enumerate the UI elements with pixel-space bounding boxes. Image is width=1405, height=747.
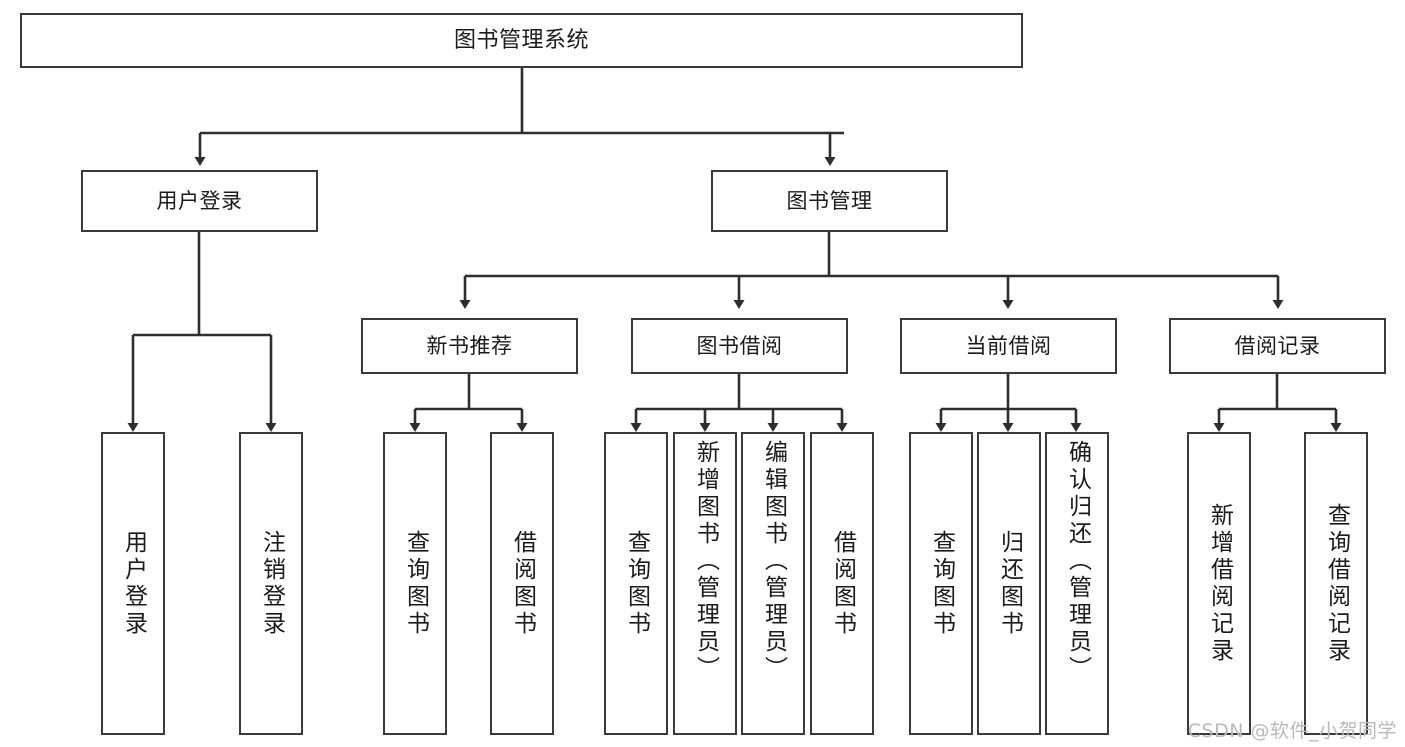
node-label: 借阅图书 — [829, 529, 856, 638]
node-label: 用户登录 — [120, 529, 147, 638]
leaf-add-borrow-record[interactable]: 新增借阅记录 — [1187, 432, 1251, 735]
node-label: 新书推荐 — [426, 333, 513, 358]
node-label: 图书管理系统 — [453, 27, 589, 53]
leaf-query-book-borrow[interactable]: 查询图书 — [604, 432, 668, 735]
node-root-book-management-system[interactable]: 图书管理系统 — [20, 13, 1023, 68]
node-label: 新增图书（管理员） — [692, 440, 719, 683]
node-book-management[interactable]: 图书管理 — [711, 170, 948, 232]
node-new-book-recommendation[interactable]: 新书推荐 — [361, 318, 578, 374]
node-label: 编辑图书（管理员） — [760, 440, 787, 683]
leaf-borrow-book-newbooks[interactable]: 借阅图书 — [490, 432, 554, 735]
node-label: 图书管理 — [786, 188, 873, 213]
node-borrow-records[interactable]: 借阅记录 — [1169, 318, 1386, 374]
node-label: 确认归还（管理员） — [1064, 440, 1091, 683]
leaf-confirm-return-admin[interactable]: 确认归还（管理员） — [1045, 432, 1109, 735]
leaf-user-login[interactable]: 用户登录 — [101, 432, 165, 735]
node-label: 查询图书 — [623, 529, 650, 638]
node-label: 当前借阅 — [965, 333, 1052, 358]
node-label: 借阅图书 — [509, 529, 536, 638]
watermark: CSDN @软件_小贺同学 — [1187, 720, 1397, 742]
node-label: 查询图书 — [402, 529, 429, 638]
leaf-query-borrow-record[interactable]: 查询借阅记录 — [1304, 432, 1368, 735]
node-label: 查询图书 — [928, 529, 955, 638]
node-book-borrow[interactable]: 图书借阅 — [631, 318, 848, 374]
node-label: 借阅记录 — [1234, 333, 1321, 358]
leaf-query-book-newbooks[interactable]: 查询图书 — [383, 432, 447, 735]
node-current-borrow[interactable]: 当前借阅 — [900, 318, 1117, 374]
node-label: 归还图书 — [996, 529, 1023, 638]
node-label: 注销登录 — [258, 529, 285, 638]
leaf-add-book-admin[interactable]: 新增图书（管理员） — [673, 432, 737, 735]
leaf-borrow-book-borrow[interactable]: 借阅图书 — [810, 432, 874, 735]
leaf-query-book-current[interactable]: 查询图书 — [909, 432, 973, 735]
leaf-return-book[interactable]: 归还图书 — [977, 432, 1041, 735]
node-label: 新增借阅记录 — [1206, 502, 1233, 665]
node-label: 查询借阅记录 — [1323, 502, 1350, 665]
node-label: 用户登录 — [156, 188, 243, 213]
leaf-logout[interactable]: 注销登录 — [239, 432, 303, 735]
leaf-edit-book-admin[interactable]: 编辑图书（管理员） — [741, 432, 805, 735]
node-user-login[interactable]: 用户登录 — [81, 170, 318, 232]
node-label: 图书借阅 — [696, 333, 783, 358]
